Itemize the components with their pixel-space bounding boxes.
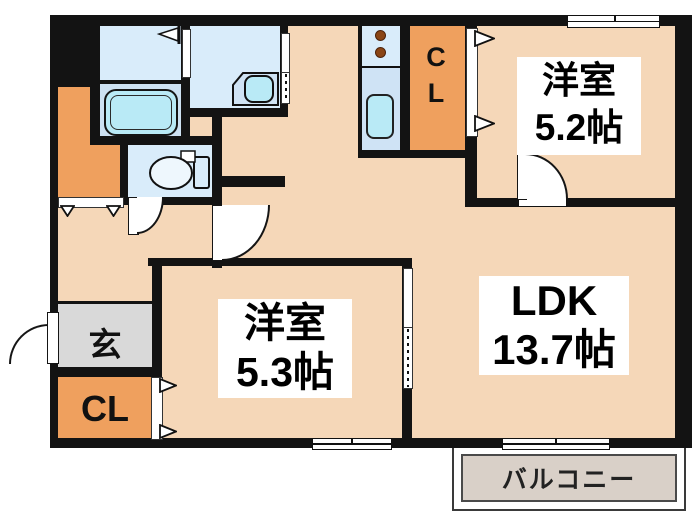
storage-door-strip	[58, 197, 124, 208]
closet-upper-door-marker-icon	[474, 114, 497, 133]
entrance-door-leaf	[47, 312, 59, 364]
laundry-door	[182, 29, 191, 78]
wall-toilet-left	[120, 145, 128, 205]
wall-toilet-top	[90, 136, 222, 145]
balcony: バルコニー	[452, 446, 686, 511]
wall-kitchen-closet	[400, 26, 410, 150]
ldk-size: 13.7帖	[492, 326, 616, 373]
closet-lower-door-marker-icon	[159, 423, 179, 440]
entrance-hall	[58, 304, 152, 367]
wall-entrance-bottom	[58, 367, 152, 377]
room52-size: 5.2帖	[534, 107, 624, 148]
washer-place-flag-icon	[156, 26, 182, 44]
closet-upper-door-marker-icon	[474, 29, 497, 48]
outer-wall-left	[50, 15, 58, 448]
room53-label: 洋室 5.3帖	[218, 299, 352, 398]
entrance-label: 玄	[88, 326, 122, 363]
stove-burner-icon	[375, 30, 386, 41]
wall-entrance-right	[152, 258, 162, 377]
wall-under-kitchen	[358, 150, 465, 158]
window-room52-top	[567, 15, 660, 28]
balcony-label: バルコニー	[501, 466, 637, 494]
room53-size: 5.3帖	[236, 349, 334, 395]
window-ldk-bottom	[502, 438, 610, 450]
wall-room52-bottom-left	[465, 198, 518, 207]
window-room53-bottom	[312, 438, 392, 450]
bathtub-icon	[104, 89, 178, 136]
wall-hall-vertical	[212, 117, 222, 205]
closet-lower-label: CL	[81, 388, 129, 429]
entrance-door-arc	[9, 324, 49, 364]
washbasin-sliding-track	[281, 72, 290, 104]
room52-label: 洋室 5.2帖	[517, 57, 641, 155]
kitchen-sink-icon	[366, 94, 394, 139]
ldk-sliding-track	[403, 327, 413, 389]
closet-upper-label: CL	[421, 42, 451, 114]
balcony-floor: バルコニー	[461, 454, 677, 502]
wall-washbasin-bottom	[190, 108, 288, 117]
storage-lower-left	[58, 145, 120, 197]
wall-kitchen-left	[358, 26, 362, 150]
toilet-icon	[140, 149, 212, 195]
wall-laundry-bath	[100, 80, 181, 84]
room52-name: 洋室	[542, 60, 616, 101]
closet-upper-door-strip	[466, 28, 478, 137]
wall-kitchen-stub	[222, 176, 285, 187]
closet-lower	[58, 377, 152, 438]
wall-bath-left	[90, 26, 100, 145]
storage-door-marker-icon	[105, 204, 122, 218]
wall-entrance-top-line	[58, 301, 152, 304]
kitchen-stove-counter	[362, 26, 400, 68]
wall-toilet-bottom	[162, 197, 222, 205]
ldk-sliding-door	[403, 268, 413, 329]
wall-room52-bottom-right	[567, 198, 692, 207]
outer-wall-right	[675, 15, 692, 448]
closet-lower-door-marker-icon	[159, 377, 179, 394]
wall-bath-right	[181, 26, 190, 145]
outer-wall-top	[50, 15, 692, 26]
ldk-name: LDK	[510, 277, 598, 324]
washbasin-sliding-door	[281, 33, 290, 74]
storage-door-marker-icon	[59, 204, 76, 218]
ldk-label: LDK 13.7帖	[479, 276, 629, 375]
stove-burner-icon	[375, 47, 386, 58]
storage-upper-left	[58, 87, 90, 145]
closet-upper	[410, 26, 465, 150]
room53-name: 洋室	[244, 300, 326, 346]
washbasin-icon	[232, 72, 280, 107]
wall-room53-top	[148, 258, 412, 266]
